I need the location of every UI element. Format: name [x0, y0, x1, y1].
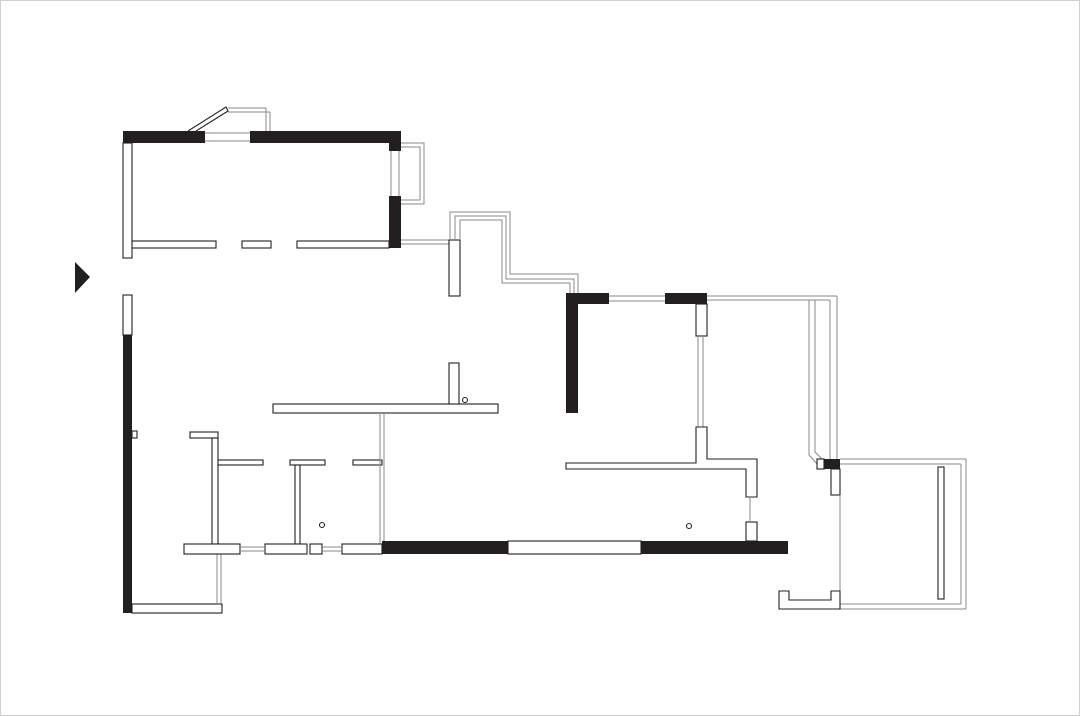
balcony [778, 458, 967, 610]
wall [272, 403, 499, 414]
wall [241, 240, 272, 249]
entrance-arrow-icon [75, 262, 90, 293]
wall-solid [566, 293, 578, 413]
room-top-left [122, 106, 425, 259]
wall-tick [131, 430, 138, 439]
small-circle-icon [461, 396, 469, 404]
wall [131, 603, 223, 614]
wall [122, 294, 133, 336]
bay-window [187, 106, 229, 132]
wall-solid [250, 131, 401, 143]
wall [296, 240, 390, 249]
wall [352, 459, 383, 466]
window-line [459, 219, 571, 293]
wall [264, 543, 308, 555]
wall [695, 303, 708, 337]
wall [217, 459, 264, 466]
wall [341, 543, 383, 555]
wall [778, 590, 841, 610]
wall [309, 543, 323, 555]
wall-solid [123, 335, 132, 613]
south-wall [382, 540, 788, 555]
wall-solid [566, 293, 609, 304]
wall-solid [123, 131, 205, 143]
wall [131, 240, 217, 249]
wall-solid [641, 541, 788, 554]
wall [830, 468, 841, 496]
window-line [454, 215, 575, 293]
wall-solid [389, 196, 401, 248]
left-exterior-wall [122, 294, 223, 614]
window-line [808, 300, 819, 466]
wall [937, 466, 945, 600]
window-line [814, 300, 823, 460]
room-right-center [565, 293, 758, 542]
kitchen-area [183, 362, 499, 555]
window-line [401, 142, 425, 205]
wall [294, 464, 301, 545]
window-line [449, 211, 579, 293]
wall [189, 431, 219, 439]
wall [816, 458, 825, 470]
wall [565, 426, 758, 498]
small-circle-icon [318, 521, 326, 529]
wall-solid [389, 131, 401, 151]
wall [211, 437, 219, 545]
wall [122, 142, 133, 259]
wall [745, 521, 758, 542]
wall [507, 540, 642, 555]
wall-solid [382, 541, 508, 554]
wall [183, 543, 241, 555]
wall [289, 459, 326, 466]
window-line [401, 146, 421, 201]
center-connector [401, 211, 579, 297]
wall [448, 239, 461, 297]
window-line [228, 111, 271, 131]
window-line [228, 107, 267, 131]
east-corridor [707, 295, 841, 496]
wall-solid [665, 293, 707, 304]
wall-solid [824, 459, 840, 469]
wall [448, 362, 460, 405]
small-circle-icon [685, 522, 693, 530]
